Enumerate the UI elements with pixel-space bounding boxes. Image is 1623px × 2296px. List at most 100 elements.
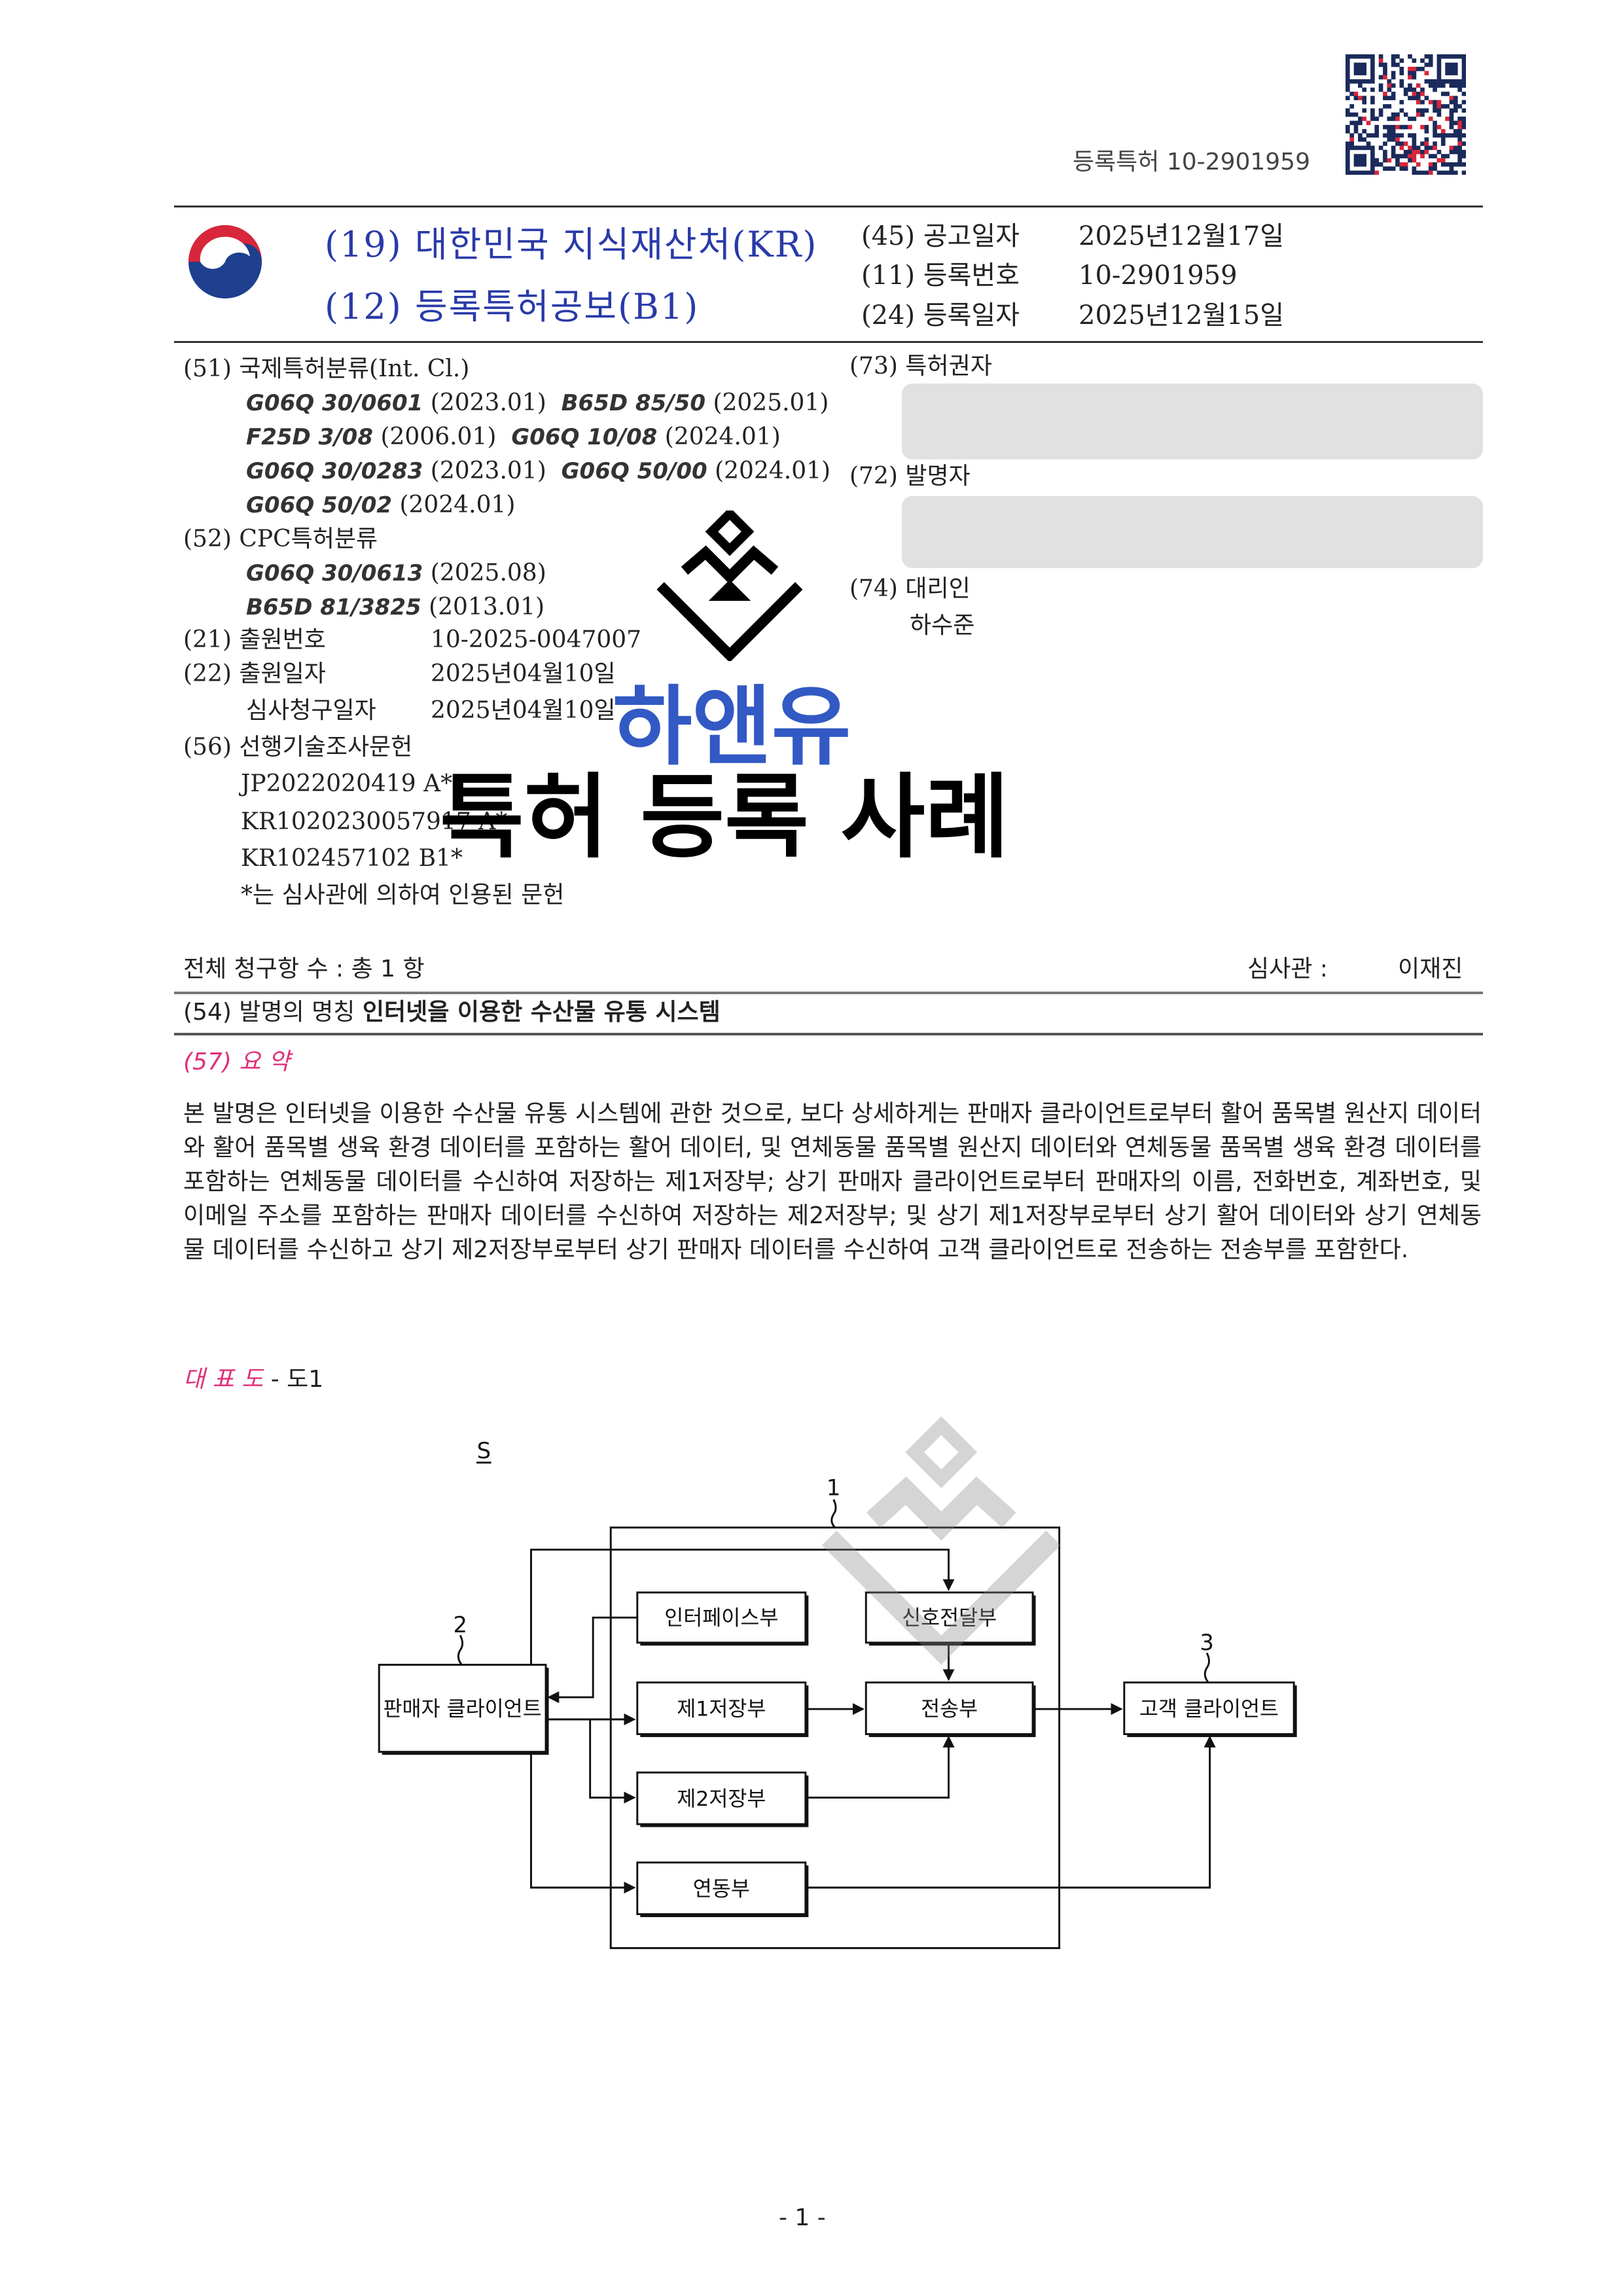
app-no-value: 10-2025-0047007 [431, 626, 642, 653]
ipc-version: (2024.01) [664, 423, 781, 450]
block-label: 판매자 클라이언트 [383, 1697, 542, 1721]
system-label: S [477, 1438, 491, 1463]
reg-date-label: (24) 등록일자 [861, 300, 1020, 331]
block-label: 신호전달부 [902, 1607, 997, 1630]
ipc-row: G06Q 50/02 (2024.01) [246, 488, 515, 522]
line-seller-storage2 [589, 1719, 636, 1804]
invention-title: (54) 발명의 명칭 인터넷을 이용한 수산물 유통 시스템 [183, 996, 721, 1030]
block-transmit: 전송부 [865, 1681, 1036, 1738]
examiner-label: 심사관 : [1247, 956, 1328, 982]
ipc-version: (2006.01) [380, 423, 497, 450]
examiner-name: 이재진 [1398, 956, 1463, 982]
watermark-caption: 특허 등록 사례 [440, 764, 1010, 871]
line-interface-seller [547, 1616, 637, 1704]
block-storage1: 제1저장부 [636, 1681, 809, 1738]
block-signal: 신호전달부 [865, 1591, 1036, 1646]
ipc-version: (2024.01) [715, 457, 831, 484]
document-reference: 등록특허 10-2901959 [1072, 149, 1310, 175]
agent-name: 하수준 [910, 612, 975, 639]
block-storage2: 제2저장부 [636, 1771, 809, 1827]
ipc-version: (2024.01) [399, 492, 516, 518]
prior-art-item: KR1020230057917 A* [241, 808, 508, 835]
prior-art-item: KR102457102 B1* [241, 845, 463, 872]
cpc-code: B65D 81/3825 [246, 594, 421, 620]
inventor-label: (72) 발명자 [849, 463, 971, 490]
ipc-row: G06Q 30/0601 (2023.01) B65D 85/50 (2025.… [246, 386, 829, 420]
reg-date-value: 2025년12월15일 [1079, 300, 1284, 331]
agent-label: (74) 대리인 [849, 575, 971, 602]
title-rule [174, 1033, 1483, 1035]
block-label: 제1저장부 [677, 1697, 766, 1721]
abstract-text: 본 발명은 인터넷을 이용한 수산물 유통 시스템에 관한 것으로, 보다 상세… [183, 1100, 1482, 1263]
page-number: - 1 - [779, 2204, 826, 2231]
owner-redacted [902, 384, 1483, 459]
ref-leader-3 [1204, 1652, 1210, 1683]
block-label: 고객 클라이언트 [1139, 1697, 1279, 1721]
block-label: 제2저장부 [677, 1787, 766, 1811]
ipc-code: G06Q 10/08 [511, 424, 658, 450]
ipc-code: B65D 85/50 [561, 390, 705, 416]
prior-art-item: JP2022020419 A* [241, 770, 453, 797]
exam-date-label: 심사청구일자 [246, 697, 376, 724]
figure-heading-label: 대 표 도 [183, 1366, 264, 1393]
line-link-customer [805, 1735, 1216, 1889]
cpc-row: B65D 81/3825 (2013.01) [246, 590, 544, 624]
ipc-row: F25D 3/08 (2006.01) G06Q 10/08 (2024.01) [246, 420, 781, 454]
ipc-label: (51) 국제특허분류(Int. Cl.) [183, 355, 470, 382]
ipc-code: F25D 3/08 [246, 424, 373, 450]
ipc-code: G06Q 30/0283 [246, 458, 423, 484]
block-customer: 고객 클라이언트 [1123, 1681, 1297, 1738]
top-rule [174, 206, 1483, 207]
ref-leader-1 [830, 1499, 837, 1528]
block-interface: 인터페이스부 [636, 1591, 809, 1646]
reg-no-value: 10-2901959 [1079, 260, 1238, 291]
app-date-label: (22) 출원일자 [183, 660, 326, 687]
ref-leader-2 [457, 1634, 464, 1666]
cpc-version: (2013.01) [429, 594, 545, 620]
diagram-watermark-icon [821, 1416, 1061, 1665]
figure-heading: 대 표 도 - 도1 [183, 1363, 323, 1397]
cpc-row: G06Q 30/0613 (2025.08) [246, 556, 546, 590]
ipc-row: G06Q 30/0283 (2023.01) G06Q 50/00 (2024.… [246, 454, 830, 488]
watermark-brand: 하앤유 [613, 677, 851, 778]
block-link: 연동부 [636, 1861, 809, 1918]
exam-date-value: 2025년04월10일 [431, 697, 616, 724]
qr-code [1346, 54, 1466, 175]
kipo-logo-icon [188, 225, 262, 298]
title-label: (54) 발명의 명칭 [183, 999, 355, 1026]
header-rule [174, 341, 1483, 343]
title-value: 인터넷을 이용한 수산물 유통 시스템 [362, 999, 721, 1026]
pub-date-label: (45) 공고일자 [861, 221, 1020, 251]
office-title: (19) 대한민국 지식재산처(KR) [325, 224, 818, 265]
prior-art-note: *는 심사관에 의하여 인용된 문헌 [241, 882, 565, 908]
reg-no-label: (11) 등록번호 [861, 260, 1020, 291]
ipc-version: (2025.01) [713, 389, 829, 416]
block-label: 전송부 [921, 1697, 978, 1721]
ipc-code: G06Q 50/02 [246, 492, 393, 518]
cpc-version: (2025.08) [430, 560, 546, 586]
ipc-version: (2023.01) [430, 389, 546, 416]
seller-ref: 2 [453, 1612, 467, 1638]
claims-rule [174, 992, 1483, 994]
block-label: 인터페이스부 [664, 1607, 778, 1630]
watermark-logo-icon [656, 511, 803, 661]
inventor-redacted [902, 496, 1483, 568]
customer-ref: 3 [1200, 1630, 1214, 1655]
cpc-code: G06Q 30/0613 [246, 560, 423, 586]
prior-art-label: (56) 선행기술조사문헌 [183, 734, 413, 761]
ipc-code: G06Q 50/00 [561, 458, 707, 484]
line-seller-link [530, 1751, 636, 1894]
app-date-value: 2025년04월10일 [431, 660, 616, 687]
line-storage2-transmit [805, 1735, 955, 1799]
system-ref: 1 [827, 1475, 841, 1500]
ipc-code: G06Q 30/0601 [246, 390, 423, 416]
ipc-version: (2023.01) [430, 457, 546, 484]
app-no-label: (21) 출원번호 [183, 626, 326, 653]
line-seller-signal [530, 1549, 955, 1665]
block-label: 연동부 [693, 1877, 750, 1901]
abstract-heading: (57) 요 약 [183, 1049, 291, 1075]
cpc-label: (52) CPC특허분류 [183, 526, 378, 552]
block-seller: 판매자 클라이언트 [378, 1664, 549, 1755]
claim-count: 전체 청구항 수 : 총 1 항 [183, 956, 425, 982]
